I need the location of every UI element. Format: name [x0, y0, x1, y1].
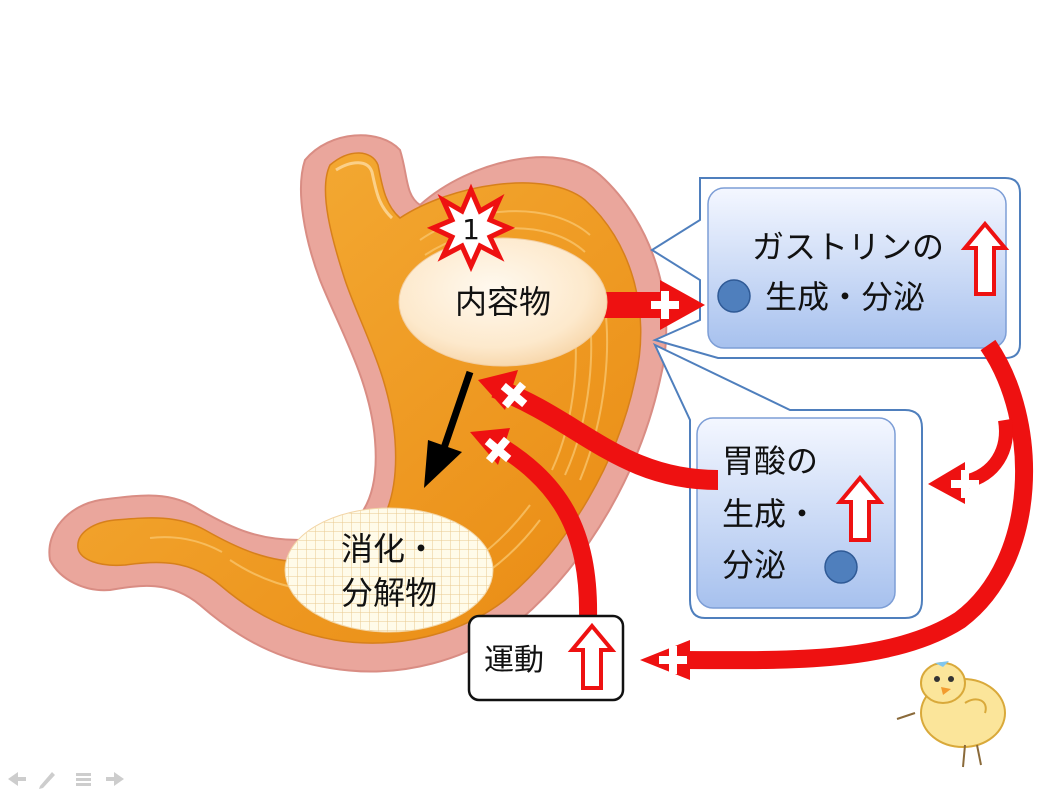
blue-dot-icon [824, 550, 858, 584]
digestion-arrow [424, 370, 474, 488]
motility-label: 運動 [484, 643, 544, 678]
plus-icon [651, 291, 679, 319]
up-arrow-icon [835, 474, 885, 542]
plus-icon [500, 381, 528, 409]
contents-to-gastrin-arrow [600, 280, 705, 330]
acid-label-line2: 生成・ [722, 495, 818, 533]
burst-number: 1 [462, 213, 480, 246]
esophagus-highlight [335, 161, 394, 220]
gastrin-box [707, 187, 1007, 349]
plus-icon [951, 470, 979, 498]
blue-dot-icon [717, 279, 751, 313]
arrowhead-acid [928, 462, 965, 504]
burst-icon: 1 [426, 183, 516, 273]
next-icon[interactable] [106, 772, 124, 786]
gastrin-to-motility-arrow [679, 339, 1033, 670]
prev-icon[interactable] [8, 772, 26, 786]
chick-icon [896, 661, 1006, 768]
contents-oval [398, 237, 608, 367]
plus-icons [484, 291, 979, 674]
plus-icon [659, 646, 687, 674]
gastrin-callout [650, 177, 1021, 359]
feedback-arrows [485, 339, 1033, 670]
digest-label-line1: 消化・ [341, 530, 437, 568]
gastrin-label-line2: 生成・分泌 [765, 278, 925, 316]
pen-icon[interactable] [39, 772, 55, 789]
contents-label: 内容物 [455, 283, 551, 321]
menu-icon[interactable] [76, 773, 91, 786]
up-arrow-icon [960, 220, 1010, 296]
gastrin-to-acid-arrow [963, 418, 1013, 489]
motility-to-stomach-arrow [485, 432, 598, 621]
digest-label-line2: 分解物 [341, 574, 437, 612]
acid-label-line1: 胃酸の [722, 442, 818, 480]
digest-oval [284, 507, 494, 633]
nav-icons[interactable] [8, 772, 124, 789]
acid-label-line3: 分泌 [722, 546, 786, 584]
gastrin-label-line1: ガストリンの [752, 228, 944, 266]
plus-icon [484, 436, 512, 464]
up-arrow-icon [567, 622, 617, 690]
